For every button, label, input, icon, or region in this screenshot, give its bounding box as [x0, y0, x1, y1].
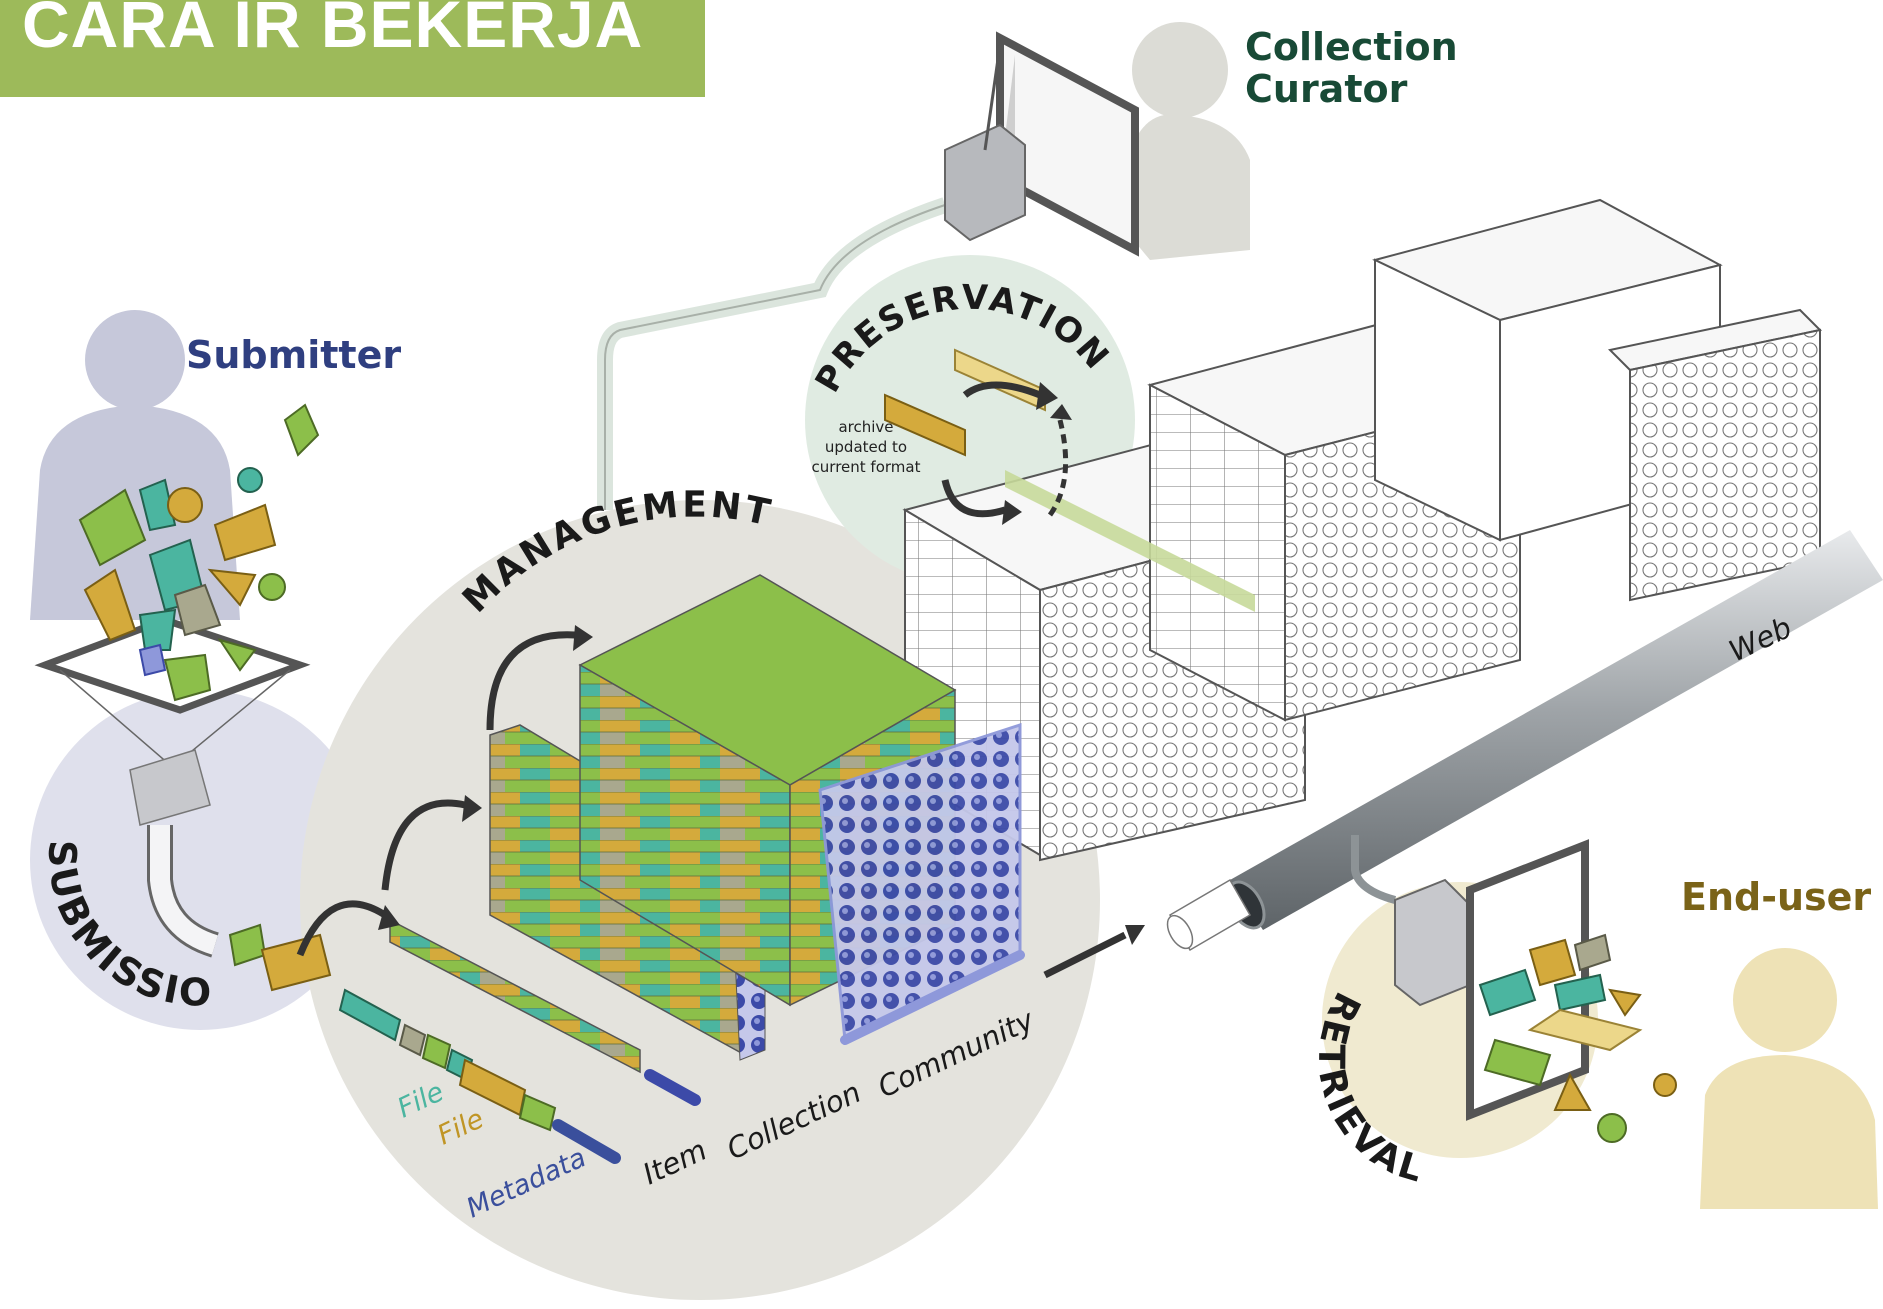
curator-label-line-1: Collection — [1245, 25, 1458, 69]
web-pipe — [1166, 530, 1883, 952]
arrow-heads — [378, 382, 1145, 945]
submitter-label: Submitter — [186, 333, 402, 377]
flow-arrows — [296, 381, 1127, 979]
title-banner: CARA IR BEKERJA — [0, 0, 705, 97]
storage-rack-4 — [1607, 308, 1823, 602]
end-user-label: End-user — [1681, 875, 1872, 919]
retrieval-display — [1394, 839, 1677, 1143]
retrieval-conduit — [1351, 835, 1397, 904]
item-components — [228, 923, 621, 1164]
preservation-note-line-2: updated to — [825, 438, 907, 456]
preservation-note-line-3: current format — [812, 458, 921, 476]
curator-silhouette — [1125, 22, 1250, 261]
curator-monitor-icon — [944, 31, 1139, 257]
item-bar — [389, 918, 701, 1106]
preservation-objects — [884, 348, 1046, 457]
submitted-objects — [78, 403, 320, 702]
end-user-silhouette — [1700, 948, 1878, 1209]
preservation-note: archive updated to current format — [812, 418, 921, 476]
page-title: CARA IR BEKERJA — [22, 0, 644, 61]
preserved-record-strip — [1005, 470, 1255, 612]
curator-label-line-2: Curator — [1245, 67, 1408, 111]
curator-conduit-edge — [604, 204, 946, 510]
preservation-note-line-1: archive — [838, 418, 893, 436]
community-block — [578, 574, 1025, 1045]
